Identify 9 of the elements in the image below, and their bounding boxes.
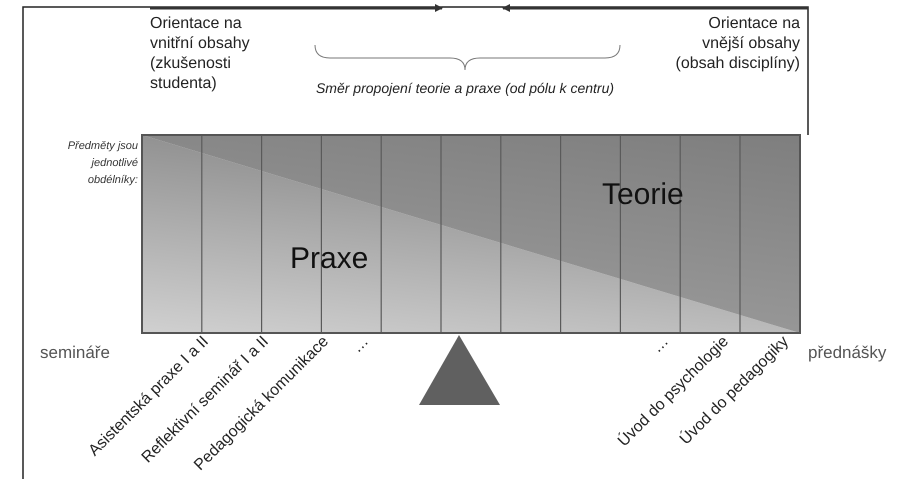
ellipsis-text: … — [348, 333, 373, 358]
pole-label: semináře — [40, 343, 110, 363]
caption-text: Směr propojení teorie a praxe (od pólu k centru) — [314, 80, 616, 96]
pole-label: přednášky — [808, 343, 886, 363]
heading-text: Orientace na vnější obsahy (obsah disciplíny) — [674, 14, 800, 74]
heading-text: Orientace na vnitřní obsahy (zkušenosti studenta) — [150, 14, 251, 94]
note-text: Předměty jsou jednotlivé obdélníky: — [66, 139, 138, 188]
region-label: Teorie — [602, 178, 684, 212]
region-label: Praxe — [290, 242, 368, 276]
